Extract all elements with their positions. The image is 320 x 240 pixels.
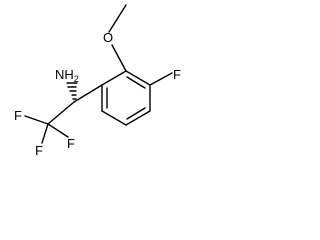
amine-subscript: 2	[74, 74, 79, 84]
ring-double-bond-c4-c5	[126, 107, 146, 120]
amine-symbol: NH	[55, 67, 74, 82]
ring-double-bond-c2-c3	[126, 76, 146, 89]
hashed-wedge-bond	[66, 82, 78, 100]
cf3-fluorine-bottom-label: F	[35, 143, 43, 158]
cf3-fluorine-left-label: F	[14, 108, 22, 123]
oxygen-to-methyl-bond	[108, 4, 127, 33]
bond-layer	[24, 4, 173, 144]
cf3-to-fluorine-right-bond	[47, 123, 69, 138]
cf3-to-fluorine-bottom-bond	[41, 123, 49, 144]
cf3-to-fluorine-left-bond	[24, 115, 49, 125]
cf3-fluorine-right-label: F	[67, 136, 75, 151]
structure-diagram: O F NH2 F F F	[14, 4, 181, 158]
ring-to-oxygen-bond	[111, 44, 127, 72]
amine-label: NH2	[55, 67, 79, 84]
chiral-carbon-to-cf3-bond	[47, 101, 75, 125]
ring-to-fluorine-bond	[149, 72, 173, 86]
ring-bond-c5-c6	[101, 110, 127, 126]
ring-bond-c4-c5	[125, 110, 151, 126]
aryl-fluorine-label: F	[173, 67, 181, 82]
label-layer: O F NH2 F F F	[14, 30, 181, 158]
ring-to-chiral-carbon-bond	[73, 84, 103, 103]
ring-bond-c2-c3	[125, 70, 151, 86]
ring-bond-c1-c2	[101, 70, 127, 86]
methoxy-oxygen-label: O	[103, 30, 113, 45]
